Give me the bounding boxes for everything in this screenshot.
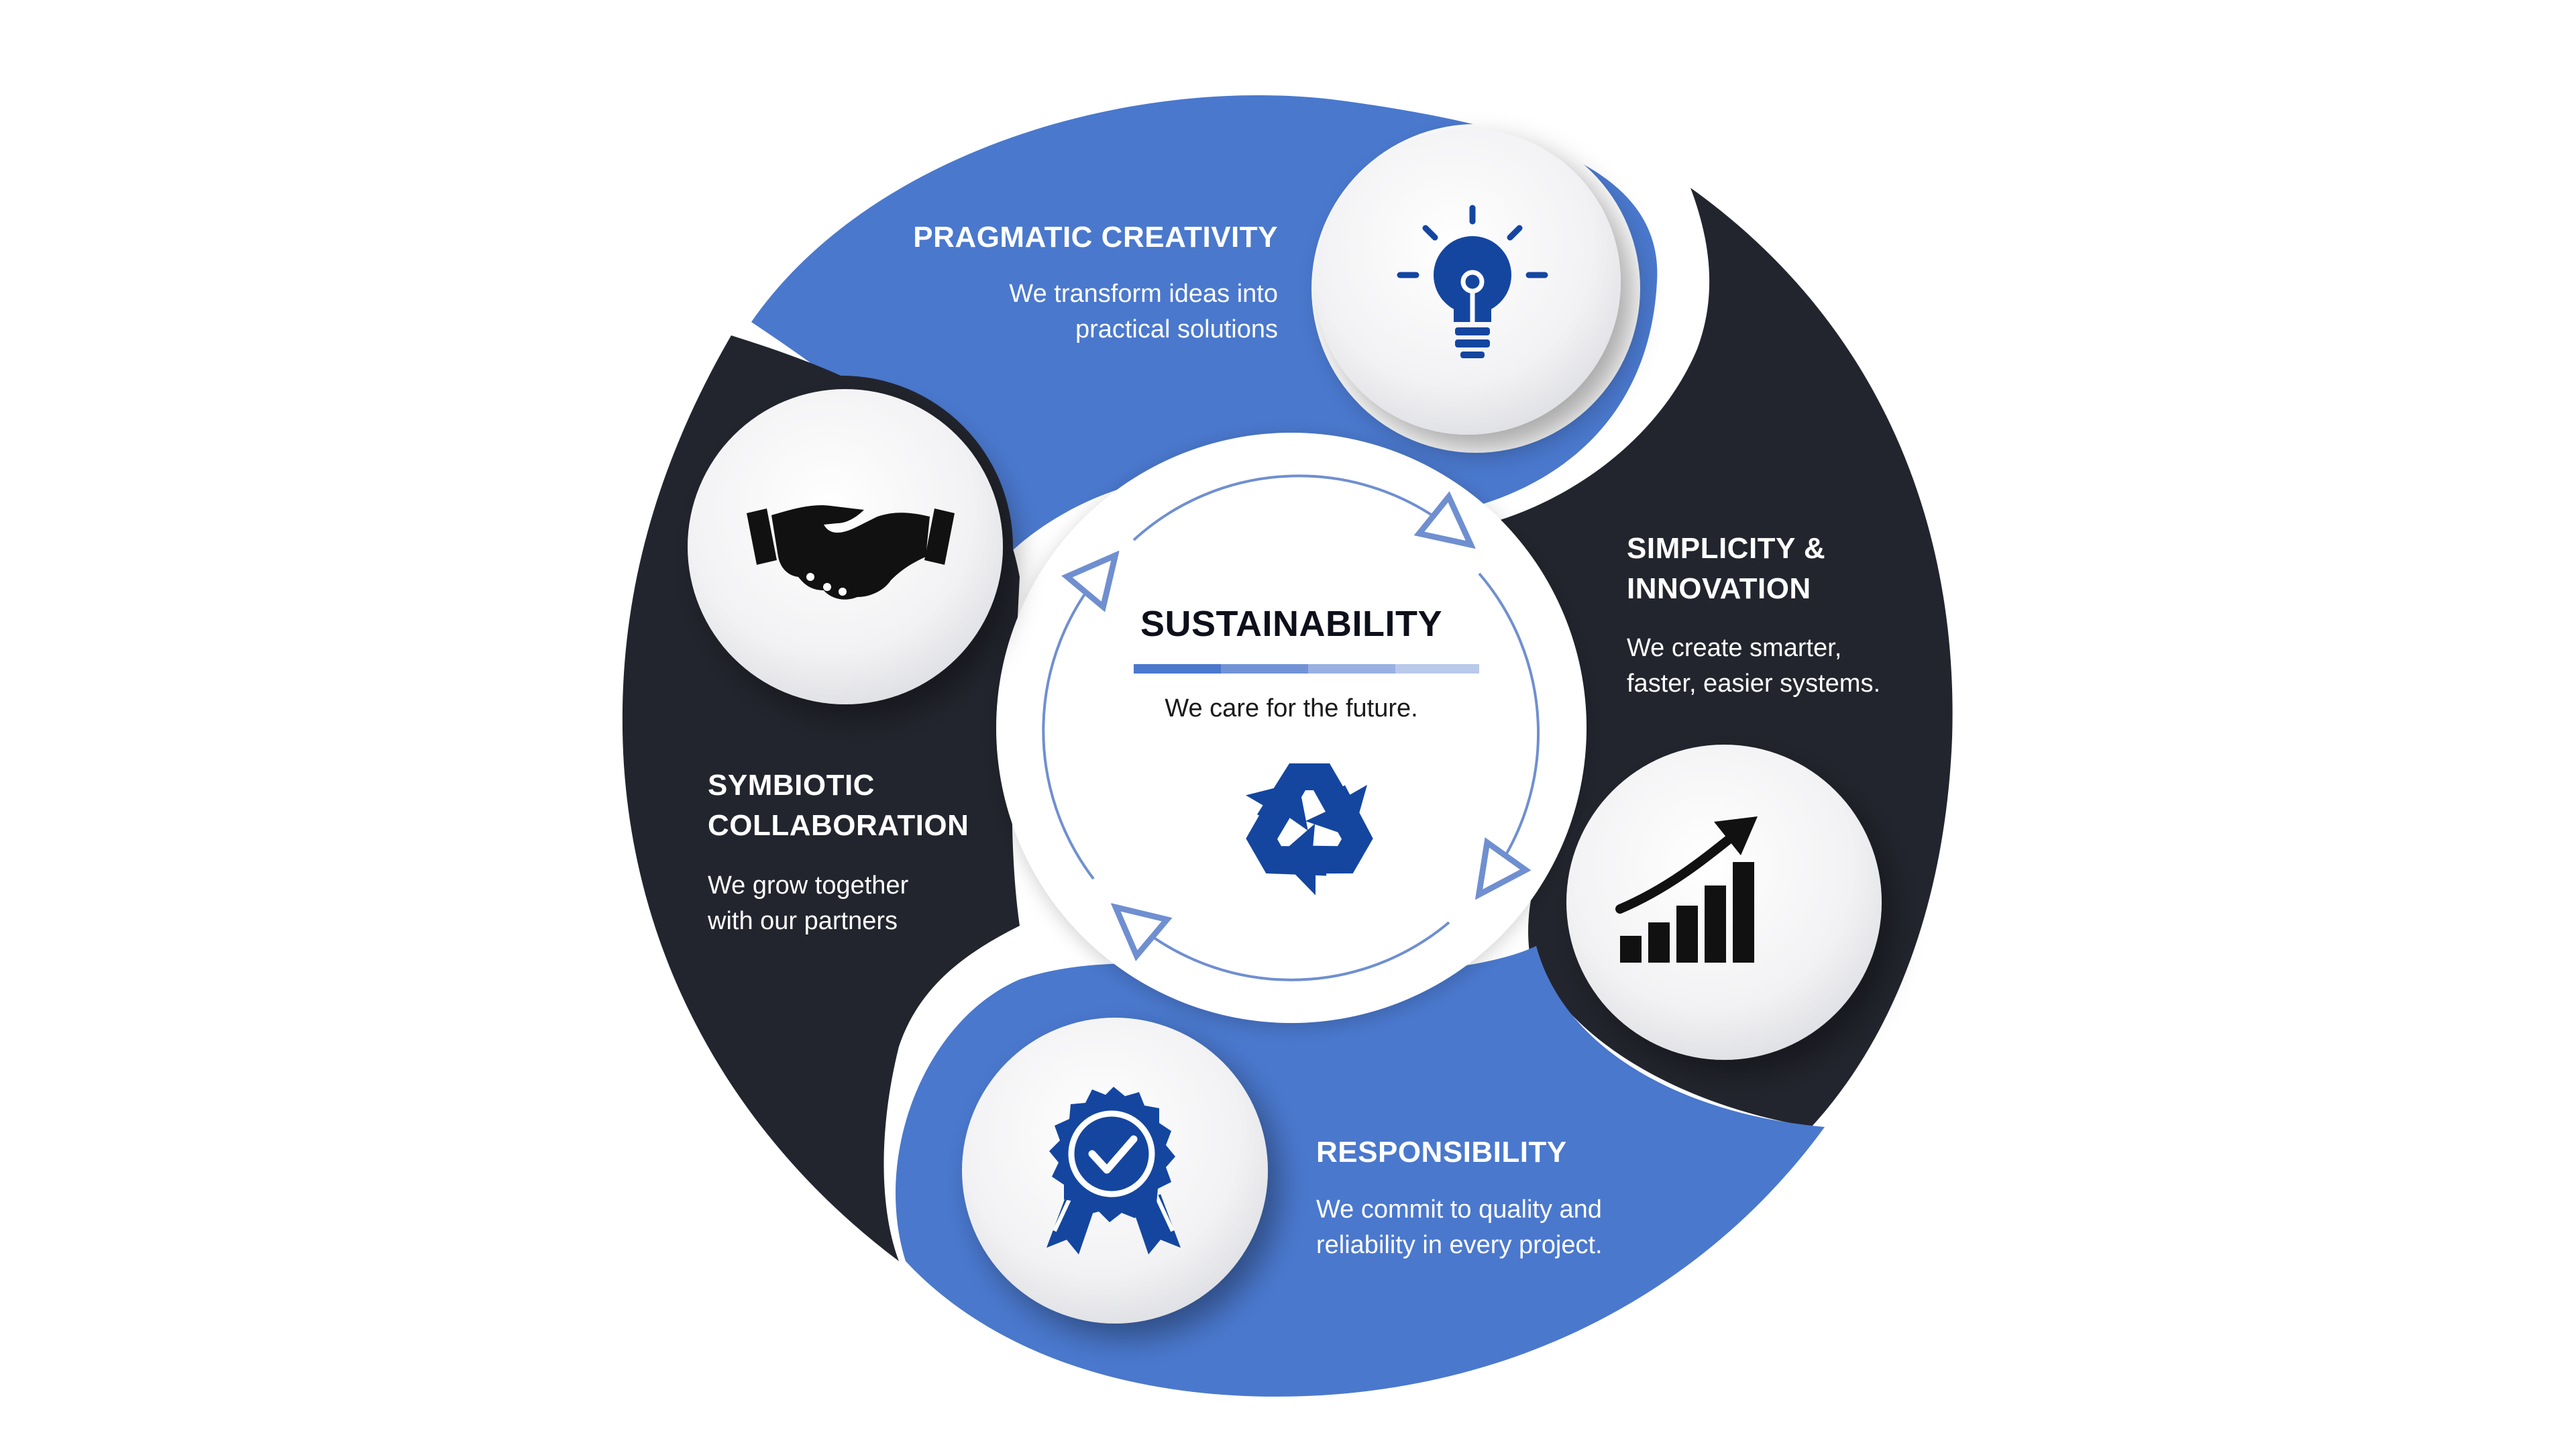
segment-title: RESPONSIBILITY <box>1316 1136 1567 1169</box>
node-responsibility <box>951 1010 1279 1338</box>
segment-body-line: reliability in every project. <box>1316 1231 1603 1259</box>
segment-title: PRAGMATIC CREATIVITY <box>913 221 1278 254</box>
recycle-icon <box>1227 763 1389 906</box>
cycle-arrow-bottom <box>1134 922 1450 981</box>
cycle-arrow-top <box>1132 474 1452 540</box>
cycle-arrow-left <box>1042 574 1100 880</box>
segment-body-line: We grow together <box>708 871 909 900</box>
segment-title: INNOVATION <box>1627 572 1811 605</box>
node-symbiotic-collaboration <box>671 376 1013 718</box>
segment-body-line: We create smarter, <box>1627 634 1841 662</box>
center-underline <box>1134 664 1479 674</box>
node-simplicity-innovation <box>1556 738 1892 1073</box>
cycle-arrows <box>1042 474 1540 981</box>
label-symbiotic-collaboration: SYMBIOTIC COLLABORATION We grow together… <box>707 769 969 935</box>
label-pragmatic-creativity: PRAGMATIC CREATIVITY We transform ideas … <box>913 221 1278 343</box>
segment-body-line: faster, easier systems. <box>1627 669 1880 698</box>
segment-title: SYMBIOTIC <box>708 769 875 802</box>
segment-title: COLLABORATION <box>708 809 969 842</box>
center-title: SUSTAINABILITY <box>1140 604 1442 644</box>
segment-body-line: We transform ideas into <box>1009 280 1278 308</box>
segment-body-line: with our partners <box>707 907 898 935</box>
segment-body-line: practical solutions <box>1075 315 1278 343</box>
segment-title: SIMPLICITY & <box>1627 532 1825 565</box>
segment-body-line: We commit to quality and <box>1316 1195 1602 1224</box>
lightbulb-icon <box>1397 205 1548 358</box>
cycle-arrow-right <box>1479 572 1540 875</box>
quality-badge-icon <box>1046 1087 1181 1254</box>
center-subtitle: We care for the future. <box>1165 694 1417 722</box>
growth-chart-icon <box>1615 816 1758 963</box>
handshake-icon <box>747 505 955 600</box>
label-simplicity-innovation: SIMPLICITY & INNOVATION We create smarte… <box>1627 532 1880 698</box>
center-disc <box>996 433 1587 1023</box>
node-pragmatic-creativity <box>1311 124 1640 453</box>
label-responsibility: RESPONSIBILITY We commit to quality and … <box>1316 1136 1603 1259</box>
